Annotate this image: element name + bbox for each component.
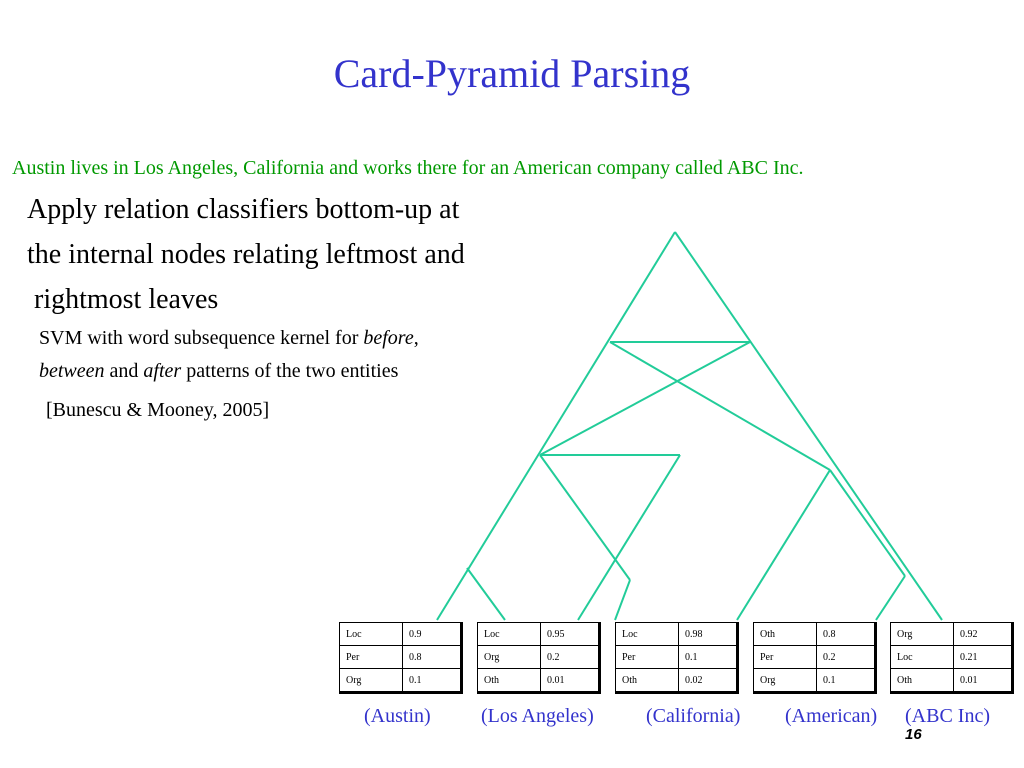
sub-bullet-text: SVM with word subsequence kernel for bbox=[39, 327, 364, 349]
pyramid-edge bbox=[577, 454, 681, 621]
class-probability: 0.2 bbox=[540, 645, 600, 669]
class-probability: 0.2 bbox=[816, 645, 876, 669]
class-label: Oth bbox=[890, 668, 954, 693]
entity-label-austin: (Austin) bbox=[364, 705, 431, 727]
bullet-line-1: Apply relation classifiers bottom-up at bbox=[27, 194, 460, 225]
entity-label-american: (American) bbox=[785, 705, 878, 727]
class-label: Per bbox=[753, 645, 817, 669]
sub-bullet-text: patterns of the two entities bbox=[181, 360, 399, 382]
sub-bullet-text: , bbox=[413, 327, 419, 349]
pyramid-edge bbox=[829, 469, 906, 577]
class-probability: 0.8 bbox=[402, 645, 462, 669]
class-label: Loc bbox=[339, 622, 403, 646]
citation: [Bunescu & Mooney, 2005] bbox=[46, 399, 270, 421]
bullet-line-3: rightmost leaves bbox=[27, 284, 219, 315]
pyramid-edge bbox=[466, 567, 506, 621]
class-probability: 0.9 bbox=[402, 622, 462, 646]
entity-label-california: (California) bbox=[646, 705, 741, 727]
class-probability: 0.8 bbox=[816, 622, 876, 646]
example-sentence: Austin lives in Los Angeles, California … bbox=[12, 157, 804, 179]
class-probability: 0.92 bbox=[953, 622, 1013, 646]
class-label: Per bbox=[339, 645, 403, 669]
pyramid-edge bbox=[436, 231, 676, 621]
class-label: Oth bbox=[753, 622, 817, 646]
class-label: Loc bbox=[615, 622, 679, 646]
sub-bullet-text: and bbox=[104, 360, 144, 382]
class-label: Org bbox=[753, 668, 817, 693]
class-label: Oth bbox=[615, 668, 679, 693]
class-probability: 0.1 bbox=[402, 668, 462, 693]
class-label: Per bbox=[615, 645, 679, 669]
pyramid-edge bbox=[674, 231, 943, 621]
pyramid-edge bbox=[875, 575, 906, 621]
class-label: Org bbox=[890, 622, 954, 646]
sub-bullet-italic-before: before bbox=[363, 327, 414, 349]
pyramid-edge bbox=[736, 469, 831, 621]
entity-label-abc-inc: (ABC Inc) bbox=[905, 705, 990, 727]
page-number: 16 bbox=[905, 726, 922, 743]
entity-label-los-angeles: (Los Angeles) bbox=[481, 705, 594, 727]
sub-bullet-line-2: between and after patterns of the two en… bbox=[39, 358, 398, 384]
sub-bullet-line-1: SVM with word subsequence kernel for bef… bbox=[39, 325, 419, 351]
class-label: Loc bbox=[890, 645, 954, 669]
class-probability: 0.01 bbox=[953, 668, 1013, 693]
class-label: Org bbox=[477, 645, 541, 669]
bullet-line-2: the internal nodes relating leftmost and bbox=[27, 239, 465, 270]
slide-title: Card-Pyramid Parsing bbox=[333, 51, 691, 96]
class-probability: 0.21 bbox=[953, 645, 1013, 669]
class-probability: 0.98 bbox=[678, 622, 738, 646]
class-probability: 0.01 bbox=[540, 668, 600, 693]
class-probability: 0.95 bbox=[540, 622, 600, 646]
pyramid-edge bbox=[539, 454, 631, 581]
class-probability: 0.02 bbox=[678, 668, 738, 693]
sub-bullet-italic-between: between bbox=[39, 360, 105, 382]
pyramid-edge bbox=[614, 579, 631, 621]
sub-bullet-italic-after: after bbox=[143, 360, 182, 382]
class-probability: 0.1 bbox=[678, 645, 738, 669]
class-label: Loc bbox=[477, 622, 541, 646]
class-label: Oth bbox=[477, 668, 541, 693]
pyramid-edge bbox=[539, 341, 751, 456]
class-label: Org bbox=[339, 668, 403, 693]
pyramid-edge bbox=[609, 341, 831, 471]
class-probability: 0.1 bbox=[816, 668, 876, 693]
